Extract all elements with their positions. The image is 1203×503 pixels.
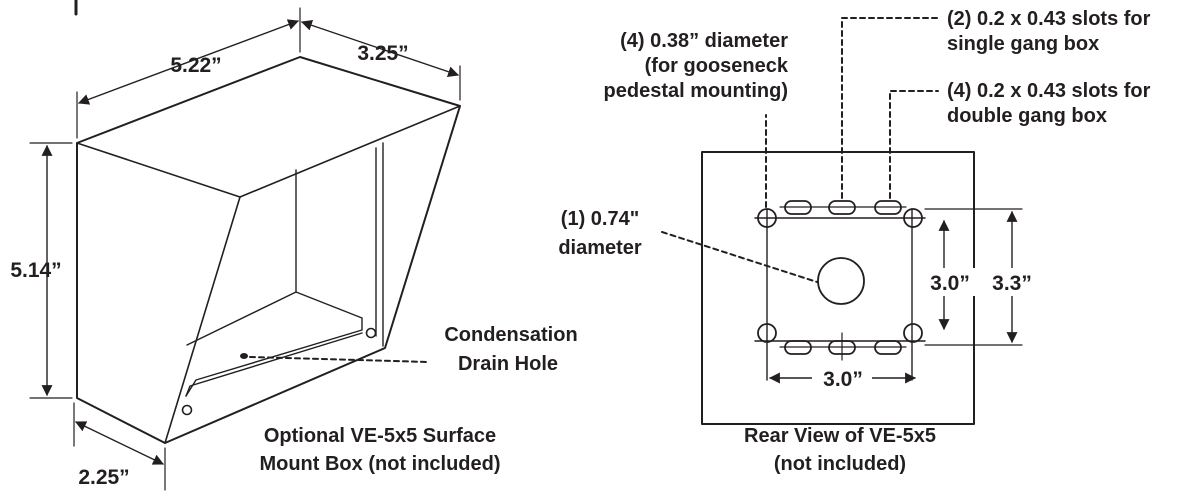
slots-single-label-line2: single gang box [947,33,1099,55]
gooseneck-label-line3: pedestal mounting) [604,80,788,102]
condensation-label-line1: Condensation [444,324,577,346]
center-hole-label-line1: (1) 0.74" [561,208,639,230]
box-caption-line2: Mount Box (not included) [259,453,500,475]
box-mount-hole [365,327,377,339]
gang-box-outline [754,208,926,381]
label-backdrop [812,366,872,390]
box-mount-hole [181,404,193,416]
gooseneck-hole [903,323,923,343]
surface-mount-box [76,56,461,444]
gooseneck-label-line2: (for gooseneck [645,55,789,77]
dim-inner-vertical-label: 3.0” [930,272,970,295]
dim-depth-label: 3.25” [357,42,408,65]
leader-lines [661,17,939,283]
box-inner-floor-lip [185,332,363,397]
dim-arrow-bottom-depth [75,421,164,465]
dim-width-label: 5.22” [170,54,221,77]
slots-single-label-line1: (2) 0.2 x 0.43 slots for [947,8,1151,30]
box-caption-line1: Optional VE-5x5 Surface [264,425,496,447]
gooseneck-hole [903,208,923,228]
gooseneck-hole [757,323,777,343]
condensation-drain-hole [240,353,248,359]
center-hole [817,257,865,305]
box-outline [76,56,461,444]
box-dimensions: 5.22” 3.25” 5.14” 2.25” [10,7,461,491]
box-inner-floor [185,291,363,397]
rear-caption-line2: (not included) [774,453,906,475]
leader-single-gang [841,17,939,199]
slot-centerlines [779,206,907,361]
gooseneck-label-line1: (4) 0.38” diameter [620,30,788,52]
rear-caption-line1: Rear View of VE-5x5 [744,425,936,447]
label-backdrop [985,268,1039,296]
gooseneck-hole [757,208,777,228]
slots-double-label-line1: (4) 0.2 x 0.43 slots for [947,80,1151,102]
condensation-label-line2: Drain Hole [458,353,558,375]
dim-outer-vertical-label: 3.3” [992,272,1032,295]
dim-arrow-depth [300,19,460,78]
leader-center-hole [661,231,818,283]
label-backdrop [920,268,980,296]
center-hole-label-line2: diameter [558,237,642,259]
dim-horizontal-label: 3.0” [823,368,863,391]
slots-double-label-line2: double gang box [947,105,1107,127]
dim-arrow-width [77,19,300,105]
box-opening-left [164,196,241,444]
leader-double-gang [889,90,939,199]
box-opening-top [76,105,461,198]
dim-height-label: 5.14” [10,259,61,282]
dim-bottom-depth-label: 2.25” [78,466,129,489]
drain-leader-line [249,356,429,363]
